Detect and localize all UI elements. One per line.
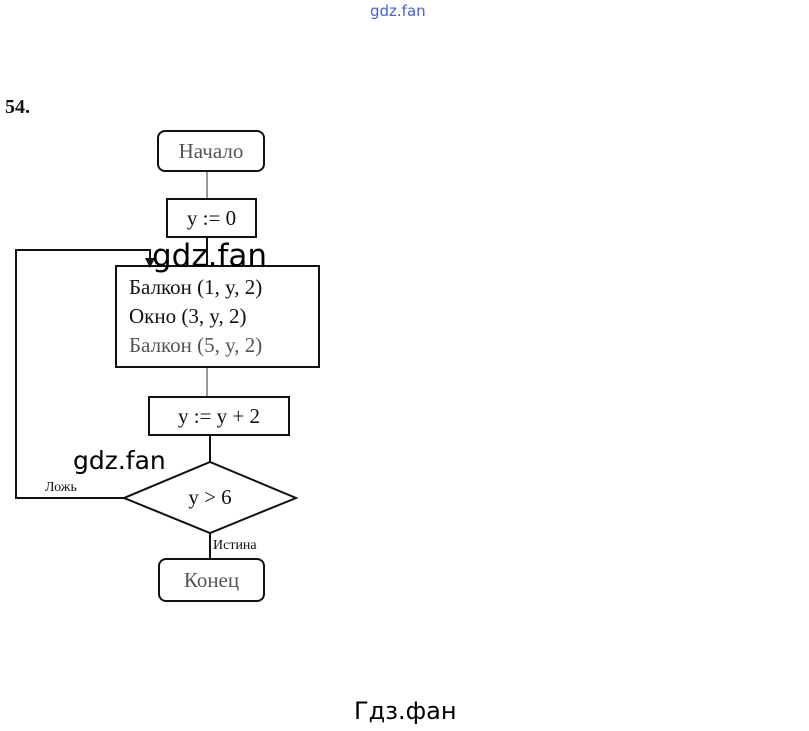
- body-line-1: Балкон (1, y, 2): [129, 275, 263, 299]
- true-label: Истина: [213, 538, 257, 553]
- body-line-3: Балкон (5, y, 2): [129, 333, 263, 357]
- start-terminal: Начало: [157, 130, 265, 172]
- init-block: y := 0: [166, 198, 257, 238]
- watermark-bottom: Гдз.фан: [354, 697, 457, 725]
- increment-block: y := y + 2: [148, 396, 290, 436]
- watermark-mid-2: gdz.fan: [73, 446, 166, 475]
- end-terminal: Конец: [158, 558, 265, 602]
- arrowhead-icon: [145, 258, 155, 268]
- body-block: Балкон (1, y, 2) Окно (3, y, 2) Балкон (…: [115, 265, 320, 368]
- condition-diamond: [121, 460, 299, 535]
- exercise-number: 54.: [5, 96, 30, 118]
- watermark-mid-1: gdz.fan: [152, 238, 268, 274]
- body-line-2: Окно (3, y, 2): [129, 304, 247, 328]
- loop-back-arrow-line: [15, 249, 151, 499]
- false-label: Ложь: [45, 480, 77, 495]
- condition-text: y > 6: [188, 485, 232, 509]
- watermark-top: gdz.fan: [370, 2, 426, 20]
